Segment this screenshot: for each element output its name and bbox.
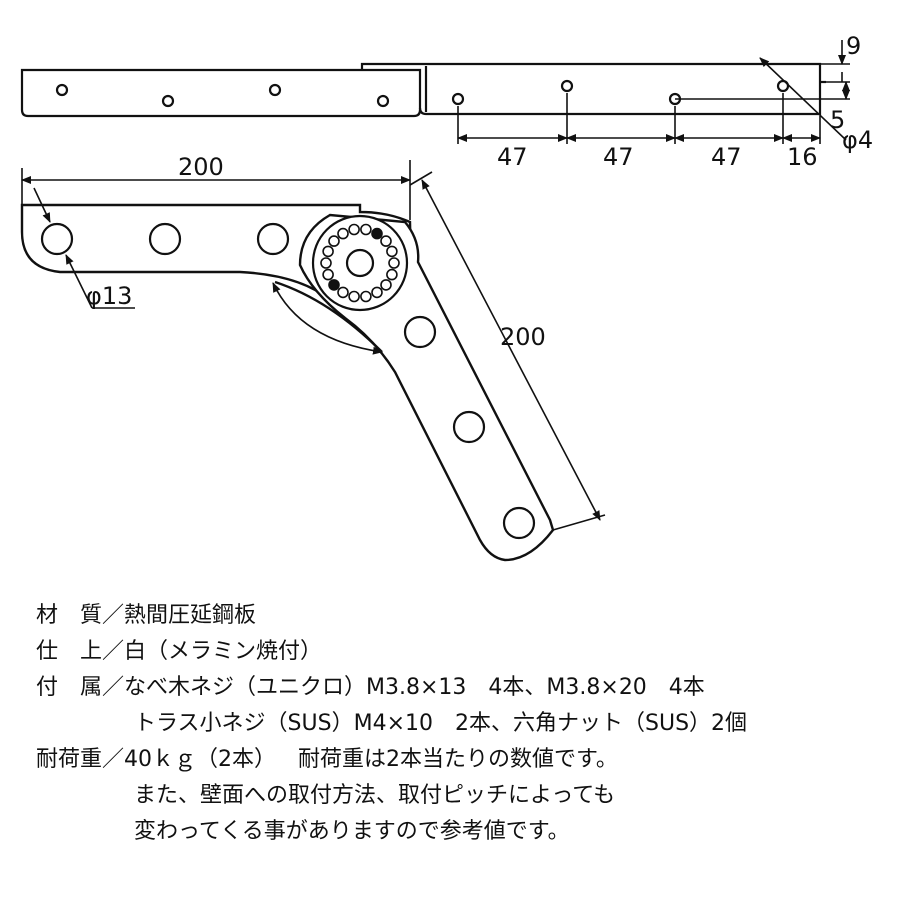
ratchet-hole-icon <box>380 279 392 291</box>
spec-load-label: 耐荷重／ <box>36 747 125 772</box>
spec-load-note1: 耐荷重は2本当たりの数値です。 <box>298 747 618 772</box>
dim-47-c: 47 <box>711 143 742 171</box>
large-hole-icon <box>403 315 437 349</box>
ratchet-hole-icon <box>360 223 372 236</box>
ratchet-hole-icon <box>388 257 400 269</box>
spec-material-label: 材 質／ <box>36 603 125 628</box>
top-left-plate <box>20 68 422 118</box>
spec-accessories-line1: なべ木ネジ（ユニクロ）M3.8×13 4本、M3.8×20 4本 <box>124 675 705 700</box>
dim-200-horizontal: 200 <box>178 153 224 181</box>
top-right-plate <box>418 62 822 116</box>
top-view-holes <box>55 79 790 108</box>
ratchet-hole-icon <box>328 235 340 247</box>
spec-material-value: 熱間圧延鋼板 <box>124 603 257 628</box>
hole-icon <box>268 83 282 97</box>
ratchet-hole-icon <box>386 268 398 281</box>
ratchet-hole-icon <box>386 245 398 258</box>
ratchet-hole-icon <box>348 290 360 303</box>
ratchet-hole-icon <box>348 223 360 236</box>
ratchet-hole-icon <box>380 235 392 247</box>
large-hole-icon <box>452 410 486 444</box>
side-view-dimension-text: 200 200 φ13 <box>86 153 546 351</box>
dim-200-angled: 200 <box>500 323 546 351</box>
top-view-dimension-text: 9 5 47 47 47 16 φ4 <box>497 32 873 171</box>
spec-finish-label: 仕 上／ <box>36 639 125 664</box>
spec-finish-value: 白（メラミン焼付） <box>124 639 323 664</box>
dim-47-a: 47 <box>497 143 528 171</box>
bracket-technical-drawing: 9 5 47 47 47 16 φ4 <box>20 32 873 562</box>
dim-16: 16 <box>787 143 818 171</box>
dim-phi4: φ4 <box>842 126 873 154</box>
hole-icon <box>451 92 465 106</box>
dim-5: 5 <box>830 106 845 134</box>
hole-icon <box>55 83 69 97</box>
spec-accessories-label: 付 属／ <box>36 675 125 700</box>
large-hole-icon <box>502 506 536 540</box>
hole-icon <box>560 79 574 93</box>
dim-47-b: 47 <box>603 143 634 171</box>
dim-9: 9 <box>846 32 861 60</box>
spec-list: 材 質／ 熱間圧延鋼板 仕 上／ 白（メラミン焼付） 付 属／ なべ木ネジ（ユニ… <box>36 598 886 850</box>
ratchet-hole-icon <box>371 286 383 299</box>
spec-load: 耐荷重／ 40ｋｇ（2本） 耐荷重は2本当たりの数値です。 <box>36 742 886 778</box>
ratchet-pin-icon <box>328 279 340 291</box>
ratchet-hole-icon <box>322 245 334 258</box>
top-view-bracket <box>20 62 826 118</box>
side-view-bracket <box>20 203 555 562</box>
large-hole-icon <box>40 222 74 256</box>
spec-accessories-line2: トラス小ネジ（SUS）M4×10 2本、六角ナット（SUS）2個 <box>134 711 748 736</box>
dim-phi13: φ13 <box>86 282 132 310</box>
top-view-dimension-lines <box>457 40 850 144</box>
pivot-center-hole-icon <box>345 248 375 278</box>
large-hole-icon <box>148 222 182 256</box>
hole-icon <box>376 94 390 108</box>
ratchet-hole-icon <box>320 257 332 269</box>
ratchet-pin-icon <box>371 227 383 240</box>
spec-load-note2: また、壁面への取付方法、取付ピッチによっても <box>134 783 616 808</box>
spec-finish: 仕 上／ 白（メラミン焼付） <box>36 634 886 670</box>
large-hole-icon <box>256 222 290 256</box>
spec-accessories: 付 属／ なべ木ネジ（ユニクロ）M3.8×13 4本、M3.8×20 4本 <box>36 670 886 706</box>
ratchet-hole-icon <box>337 286 349 299</box>
hole-icon <box>161 94 175 108</box>
side-view-dimension-lines <box>21 160 606 531</box>
spec-load-value: 40ｋｇ（2本） <box>124 747 277 772</box>
spec-material: 材 質／ 熱間圧延鋼板 <box>36 598 886 634</box>
ratchet-hole-icon <box>322 268 334 281</box>
spec-load-note3: 変わってくる事がありますので参考値です。 <box>134 819 570 844</box>
ratchet-hole-icon <box>337 227 349 240</box>
ratchet-hole-icon <box>360 290 372 303</box>
